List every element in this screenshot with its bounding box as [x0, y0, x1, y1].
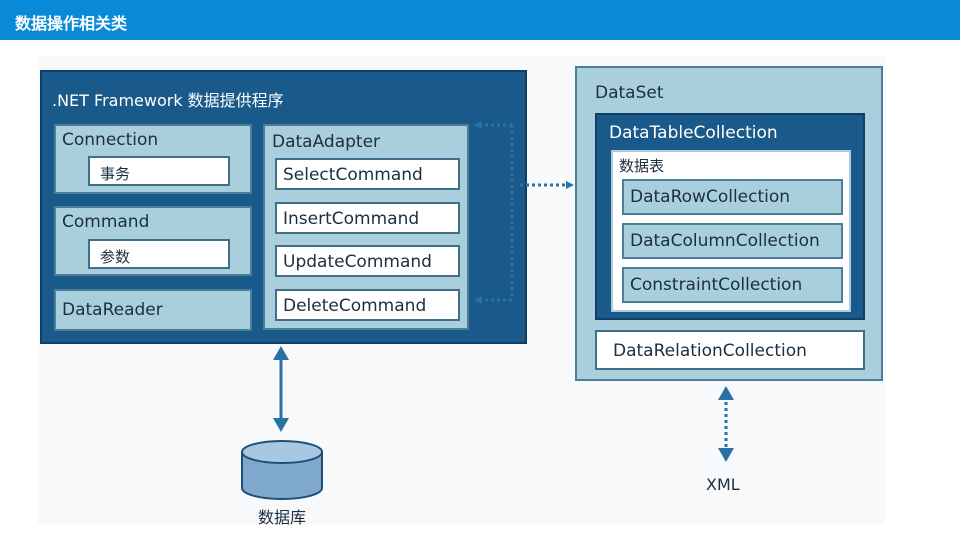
xml-label: XML — [706, 475, 740, 494]
select-command-box: SelectCommand — [275, 158, 460, 190]
datacolumn-collection-label: DataColumnCollection — [630, 231, 820, 251]
datareader-label: DataReader — [62, 300, 163, 320]
insert-command-box: InsertCommand — [275, 202, 460, 234]
slide-title: 数据操作相关类 — [15, 14, 128, 33]
slide-header: 数据操作相关类 — [0, 0, 960, 40]
parameter-label: 参数 — [100, 248, 131, 266]
update-command-box: UpdateCommand — [275, 245, 460, 277]
dataadapter-label: DataAdapter — [272, 132, 381, 152]
select-command-label: SelectCommand — [283, 165, 423, 185]
constraint-collection-box: ConstraintCollection — [622, 267, 843, 303]
datareader-box: DataReader — [54, 289, 252, 331]
delete-command-box: DeleteCommand — [275, 289, 460, 321]
dataset-title: DataSet — [595, 83, 664, 103]
insert-command-label: InsertCommand — [283, 209, 420, 229]
delete-command-label: DeleteCommand — [283, 296, 427, 316]
dataset-box: DataSet DataTableCollection 数据表 DataRowC… — [575, 66, 883, 381]
update-command-label: UpdateCommand — [283, 252, 432, 272]
transaction-label: 事务 — [100, 165, 131, 183]
data-table-label: 数据表 — [619, 157, 665, 175]
database-label: 数据库 — [258, 508, 307, 527]
datatable-collection-label: DataTableCollection — [609, 123, 778, 143]
dataadapter-box: DataAdapter SelectCommand InsertCommand … — [263, 124, 469, 330]
constraint-collection-label: ConstraintCollection — [630, 275, 803, 295]
datarow-collection-box: DataRowCollection — [622, 179, 843, 215]
command-label: Command — [62, 212, 150, 232]
datacolumn-collection-box: DataColumnCollection — [622, 223, 843, 259]
framework-provider-title: .NET Framework 数据提供程序 — [52, 91, 284, 110]
connection-box: Connection 事务 — [54, 124, 252, 194]
data-table-box: 数据表 DataRowCollection DataColumnCollecti… — [611, 150, 851, 312]
datatable-collection-box: DataTableCollection 数据表 DataRowCollectio… — [595, 113, 865, 320]
datarelation-collection-box: DataRelationCollection — [595, 330, 865, 370]
transaction-box: 事务 — [88, 156, 230, 186]
datarow-collection-label: DataRowCollection — [630, 187, 791, 207]
parameter-box: 参数 — [88, 239, 230, 269]
connection-label: Connection — [62, 130, 159, 150]
command-box: Command 参数 — [54, 206, 252, 276]
framework-provider-box: .NET Framework 数据提供程序 Connection 事务 Comm… — [40, 70, 527, 344]
datarelation-collection-label: DataRelationCollection — [613, 341, 807, 361]
